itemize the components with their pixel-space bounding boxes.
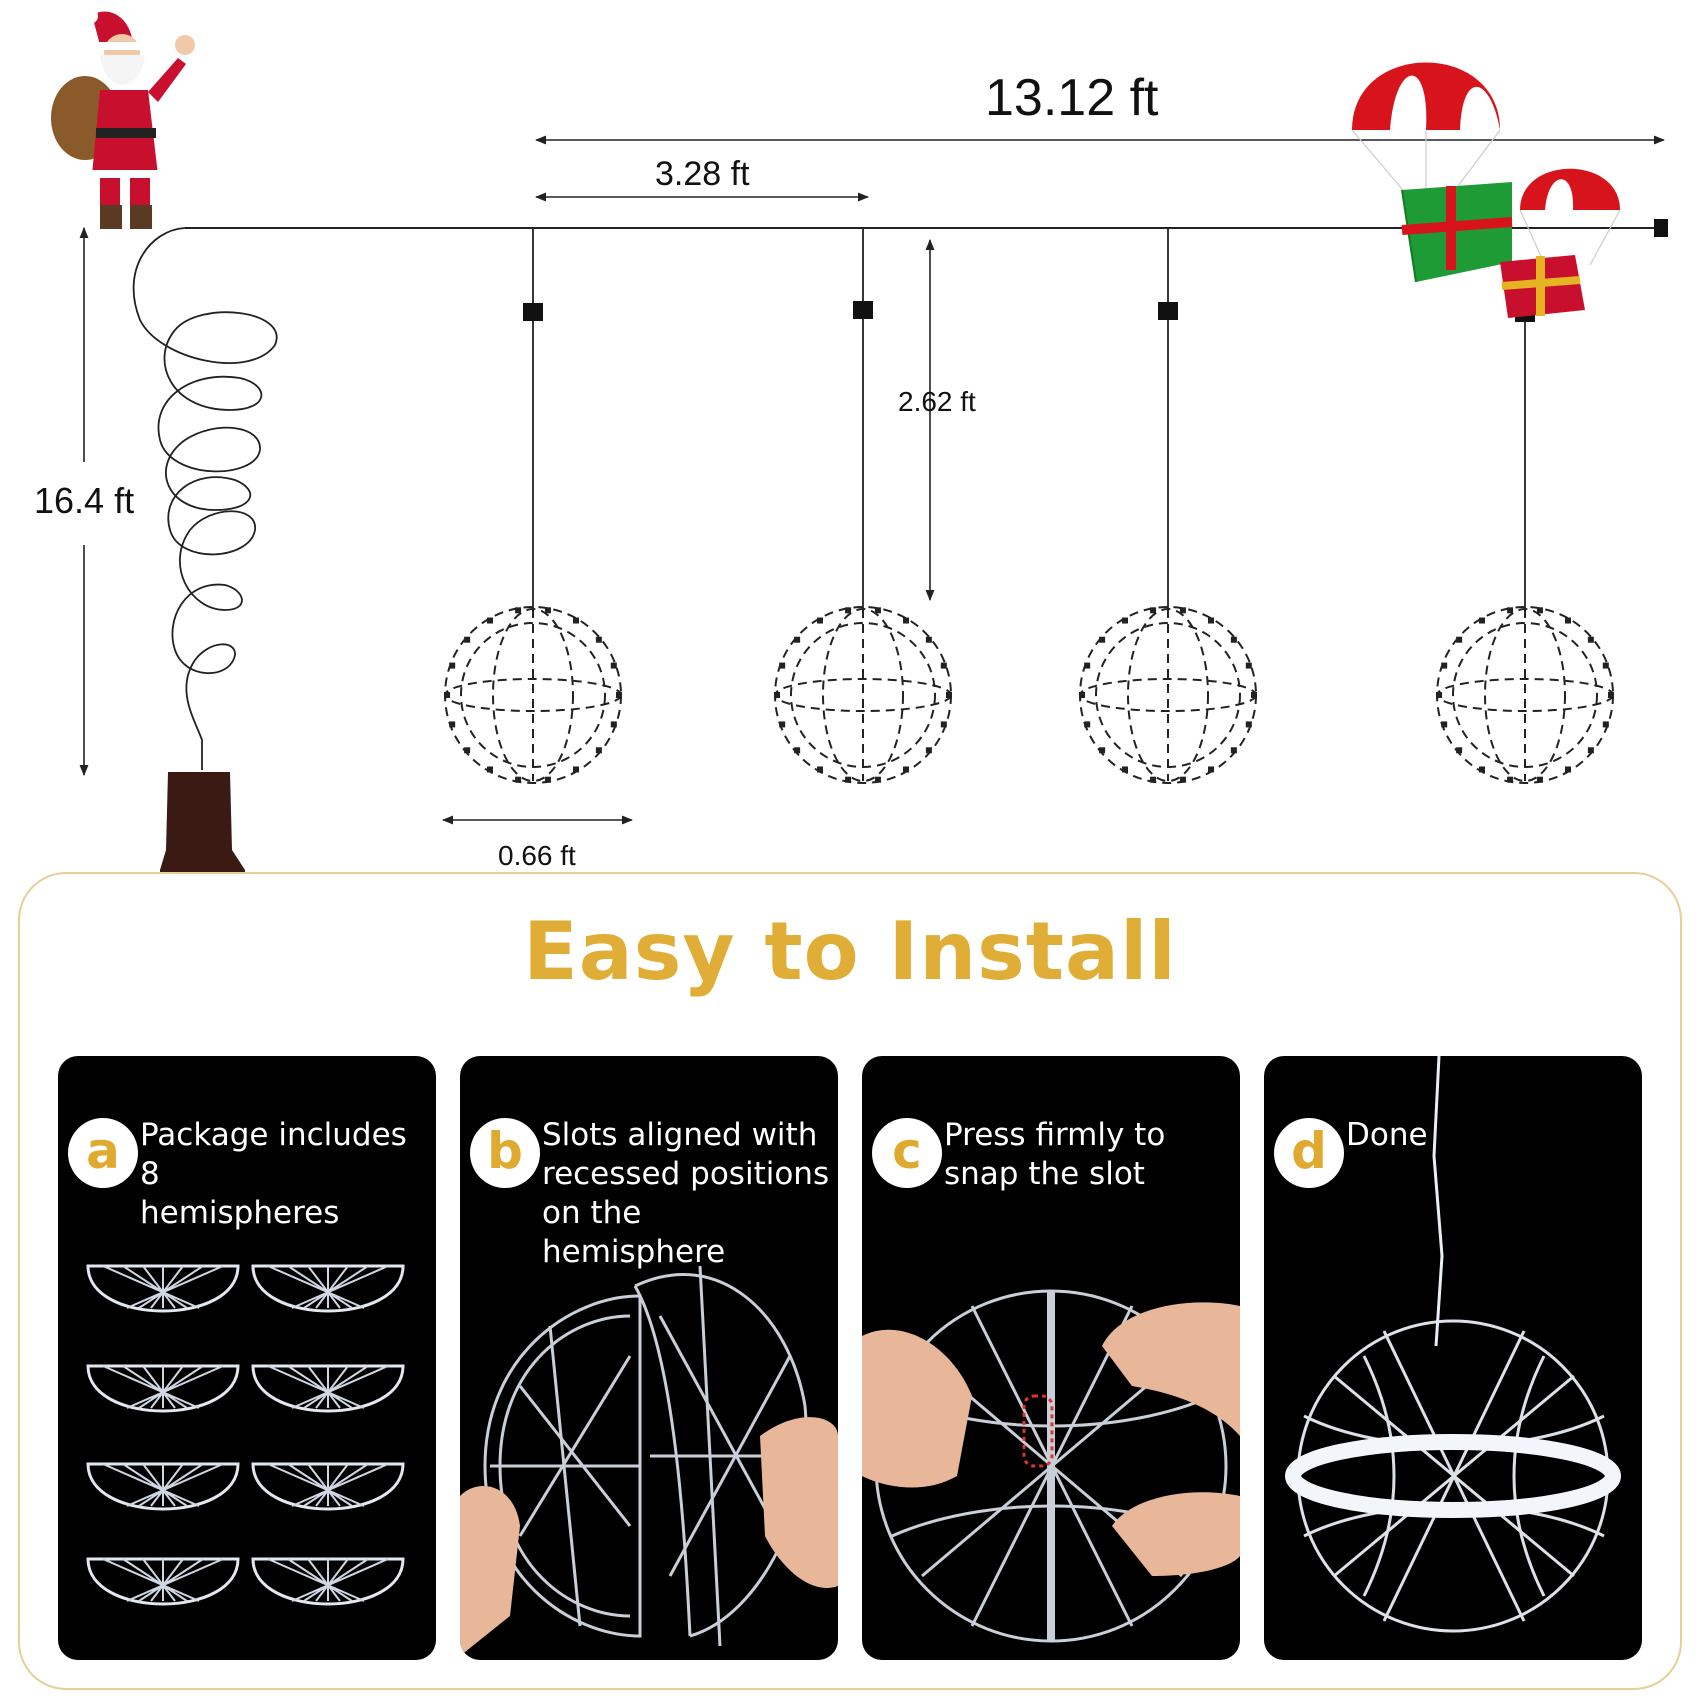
snap-slot-illustration	[862, 1289, 1240, 1643]
light-drop-1	[523, 228, 543, 610]
light-balls	[444, 606, 1614, 784]
light-ball-icon	[1079, 606, 1257, 784]
step-c-line-2: snap the slot	[944, 1156, 1145, 1192]
step-card-d: d Done	[1264, 1056, 1642, 1660]
hemisphere-icon	[86, 1264, 240, 1313]
hemisphere-icon	[86, 1462, 240, 1511]
spacing-label: 3.28 ft	[655, 155, 750, 193]
finished-ball-illustration	[1285, 1056, 1621, 1633]
step-card-a: a Package includes 8 hemispheres	[58, 1056, 436, 1660]
ball-diameter-label: 0.66 ft	[498, 840, 576, 871]
hemisphere-icon	[251, 1462, 405, 1511]
step-c-line-1: Press firmly to	[944, 1117, 1166, 1153]
step-text-a: Package includes 8 hemispheres	[140, 1116, 432, 1233]
santa-icon	[51, 8, 195, 229]
total-length-label: 13.12 ft	[985, 69, 1159, 127]
step-card-b: b Slots aligned with recessed positions …	[460, 1056, 838, 1660]
step-b-line-2: recessed positions	[542, 1156, 830, 1192]
step-badge-b: b	[470, 1118, 540, 1188]
step-badge-c: c	[872, 1118, 942, 1188]
coiled-lead-cord	[132, 227, 278, 770]
light-drops	[523, 228, 1535, 610]
hemisphere-icon	[251, 1364, 405, 1413]
light-drop-2	[853, 228, 873, 610]
step-text-b: Slots aligned with recessed positions on…	[542, 1116, 834, 1272]
wire-end-cap	[1654, 219, 1668, 237]
hemispheres-illustration	[86, 1264, 405, 1606]
hemisphere-icon	[251, 1557, 405, 1606]
step-b-line-1: Slots aligned with	[542, 1117, 818, 1153]
step-badge-d: d	[1274, 1118, 1344, 1188]
parachute-gift-icon	[1351, 62, 1621, 318]
hemisphere-icon	[86, 1364, 240, 1413]
install-title: Easy to Install	[523, 905, 1177, 998]
light-ball-icon	[444, 606, 622, 784]
light-ball-icon	[1436, 606, 1614, 784]
light-drop-3	[1158, 228, 1178, 610]
drop-length-label: 2.62 ft	[898, 386, 976, 417]
step-text-c: Press firmly to snap the slot	[944, 1116, 1236, 1194]
step-b-line-3: on the hemisphere	[542, 1195, 726, 1270]
hemisphere-icon	[251, 1264, 405, 1313]
step-a-line-1: Package includes 8	[140, 1117, 407, 1192]
step-d-line-1: Done	[1346, 1117, 1428, 1153]
hemisphere-icon	[86, 1557, 240, 1606]
step-badge-a: a	[68, 1118, 138, 1188]
step-card-c: c Press firmly to snap the slot	[862, 1056, 1240, 1660]
light-drop-4	[1515, 290, 1535, 610]
step-text-d: Done	[1346, 1116, 1638, 1155]
light-ball-icon	[774, 606, 952, 784]
lead-cord-label: 16.4 ft	[34, 480, 135, 521]
align-hemispheres-illustration	[460, 1265, 838, 1656]
step-a-line-2: hemispheres	[140, 1195, 340, 1231]
